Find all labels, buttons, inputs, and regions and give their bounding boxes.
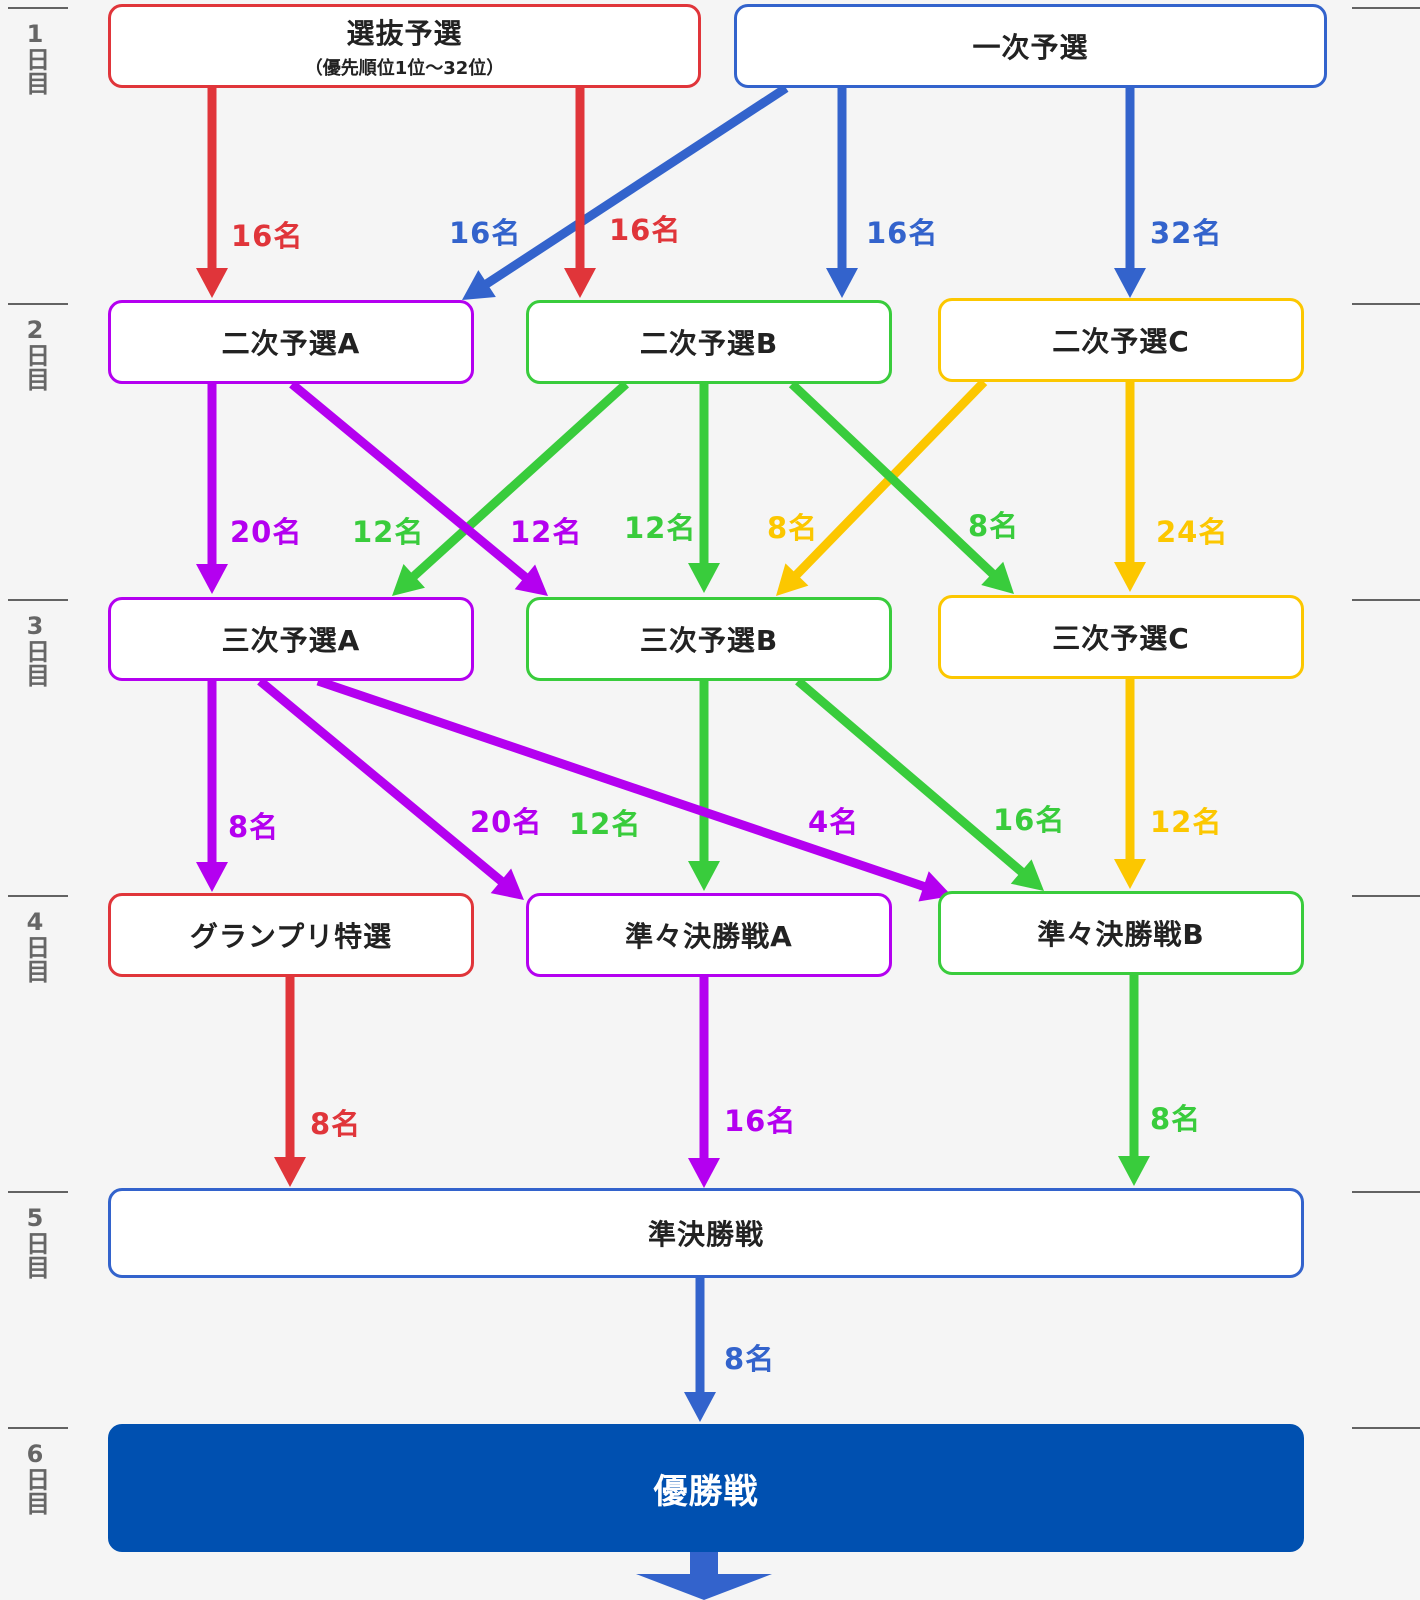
edge-arrow-niji_b-to-sanji_c (788, 380, 1014, 594)
day-number: 6 (26, 1440, 44, 1468)
edge-count: 20名 (470, 805, 543, 839)
node-junjunkessho-b: 準々決勝戦B (938, 891, 1304, 975)
node-niji-yosen-a: 二次予選A (108, 300, 474, 384)
edge-count: 16名 (609, 213, 682, 247)
edge-arrow-niji_c-to-sanji_c (1114, 382, 1146, 592)
day-unit: 日目 (21, 935, 50, 983)
day-unit: 日目 (21, 343, 50, 391)
edge-count: 16名 (231, 219, 304, 253)
day-label-6: 6 日目 (18, 1440, 52, 1516)
edge-count: 12名 (624, 511, 697, 545)
node-senbatsu-yosen: 選抜予選 （優先順位1位～32位） (108, 4, 701, 88)
node-label: 三次予選A (221, 624, 361, 657)
edge-count: 12名 (569, 807, 642, 841)
node-niji-yosen-c: 二次予選C (938, 298, 1304, 382)
edge-arrow-niji_a-to-sanji_a (196, 384, 228, 594)
edge-count: 16名 (449, 216, 522, 250)
edge-count: 12名 (1150, 805, 1223, 839)
day-label-1: 1 日目 (18, 20, 52, 96)
node-label: 選抜予選 (346, 17, 463, 50)
day-number: 2 (26, 316, 44, 344)
node-label: 三次予選B (639, 624, 779, 657)
node-sanji-yosen-c: 三次予選C (938, 595, 1304, 679)
tail-arrow-icon (636, 1552, 772, 1600)
edge-count: 8名 (310, 1107, 362, 1141)
edge-count: 16名 (866, 216, 939, 250)
edge-arrow-senbatsu-to-niji_a (196, 88, 228, 298)
node-sublabel: （優先順位1位～32位） (304, 58, 505, 79)
node-label: 三次予選C (1052, 622, 1190, 655)
edge-arrow-sanji_a-to-junjun_a (257, 677, 524, 900)
edge-arrow-niji_a-to-sanji_b (289, 380, 548, 596)
edge-arrow-niji_b-to-sanji_b (688, 384, 720, 593)
day-unit: 日目 (21, 1467, 50, 1515)
day-label-2: 2 日目 (18, 316, 52, 392)
edge-arrow-sanji_a-to-grandprix (196, 681, 228, 892)
day-label-3: 3 日目 (18, 612, 52, 688)
edge-count: 8名 (968, 509, 1020, 543)
node-label: 二次予選C (1052, 325, 1190, 358)
edge-arrow-grandprix-to-junkessho (274, 977, 306, 1187)
node-label: 二次予選B (639, 327, 779, 360)
edge-count: 8名 (228, 810, 280, 844)
edge-arrow-ichiji-to-niji_a (462, 84, 789, 300)
node-sanji-yosen-b: 三次予選B (526, 597, 892, 681)
edge-arrow-niji_b-to-sanji_a (392, 380, 630, 596)
edge-count: 8名 (767, 511, 819, 545)
node-junjunkessho-a: 準々決勝戦A (526, 893, 892, 977)
edge-arrow-junjun_b-to-junkessho (1118, 975, 1150, 1186)
edge-count: 12名 (352, 515, 425, 549)
day-label-5: 5 日目 (18, 1204, 52, 1280)
edge-arrow-niji_c-to-sanji_b (776, 378, 988, 596)
edge-count: 8名 (724, 1342, 776, 1376)
edge-count: 4名 (808, 805, 860, 839)
node-ichiji-yosen: 一次予選 (734, 4, 1327, 88)
node-yushosen: 優勝戦 (108, 1424, 1304, 1552)
day-number: 3 (26, 612, 44, 640)
edge-arrow-ichiji-to-niji_c (1114, 88, 1146, 298)
day-unit: 日目 (21, 1231, 50, 1279)
edge-arrow-junkessho-to-yusho (684, 1278, 716, 1422)
edge-count: 20名 (230, 515, 303, 549)
edge-arrow-junjun_a-to-junkessho (688, 977, 720, 1188)
day-number: 1 (26, 20, 44, 48)
node-label: 二次予選A (221, 327, 361, 360)
node-label: グランプリ特選 (189, 920, 393, 953)
edge-count: 8名 (1150, 1102, 1202, 1136)
node-grandprix-tokusen: グランプリ特選 (108, 893, 474, 977)
edge-arrow-sanji_b-to-junjun_b (795, 677, 1044, 891)
edge-count: 16名 (724, 1104, 797, 1138)
node-label: 準々決勝戦A (625, 920, 793, 953)
day-unit: 日目 (21, 47, 50, 95)
node-junkessho: 準決勝戦 (108, 1188, 1304, 1278)
edge-count: 16名 (993, 803, 1066, 837)
node-label: 優勝戦 (653, 1471, 759, 1512)
day-number: 4 (26, 908, 44, 936)
edge-arrow-sanji_c-to-junjun_b (1114, 679, 1146, 889)
edge-count: 32名 (1150, 216, 1223, 250)
node-label: 一次予選 (972, 31, 1089, 64)
node-niji-yosen-b: 二次予選B (526, 300, 892, 384)
node-label: 準々決勝戦B (1037, 918, 1205, 951)
edge-count: 24名 (1156, 515, 1229, 549)
day-number: 5 (26, 1204, 44, 1232)
edge-arrow-senbatsu-to-niji_b (564, 88, 596, 298)
node-label: 準決勝戦 (647, 1218, 764, 1251)
edge-arrow-sanji_a-to-junjun_b (316, 676, 952, 902)
node-sanji-yosen-a: 三次予選A (108, 597, 474, 681)
edge-count: 12名 (510, 515, 583, 549)
day-unit: 日目 (21, 639, 50, 687)
edge-arrow-ichiji-to-niji_b (826, 88, 858, 298)
edge-arrow-sanji_b-to-junjun_a (688, 681, 720, 891)
day-label-4: 4 日目 (18, 908, 52, 984)
